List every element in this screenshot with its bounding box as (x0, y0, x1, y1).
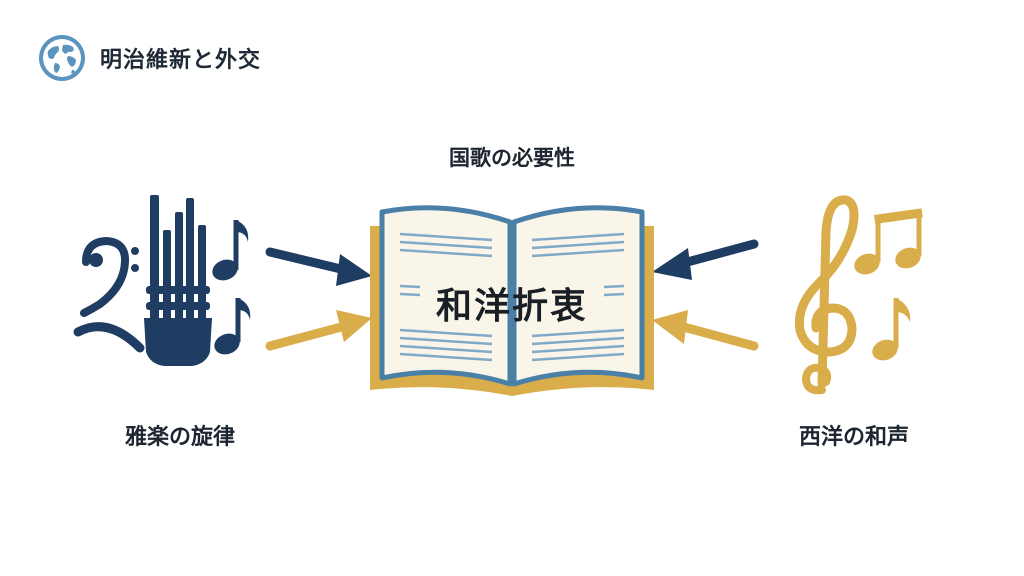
right-arrow-gold (652, 310, 759, 351)
left-arrow-navy (265, 247, 372, 286)
left-label: 雅楽の旋律 (124, 425, 235, 450)
page-title: 明治維新と外交 (100, 48, 262, 73)
right-arrow-navy (652, 239, 759, 280)
header: 明治維新と外交 (38, 33, 261, 83)
globe-icon (39, 35, 85, 81)
right-label: 西洋の和声 (798, 425, 909, 450)
gagaku-instrument-icon (73, 195, 251, 366)
open-book-icon (370, 205, 654, 396)
center-label: 和洋折衷 (435, 286, 588, 327)
top-label: 国歌の必要性 (449, 146, 575, 170)
left-arrow-gold (265, 310, 372, 351)
treble-clef-notes-icon (794, 195, 923, 395)
